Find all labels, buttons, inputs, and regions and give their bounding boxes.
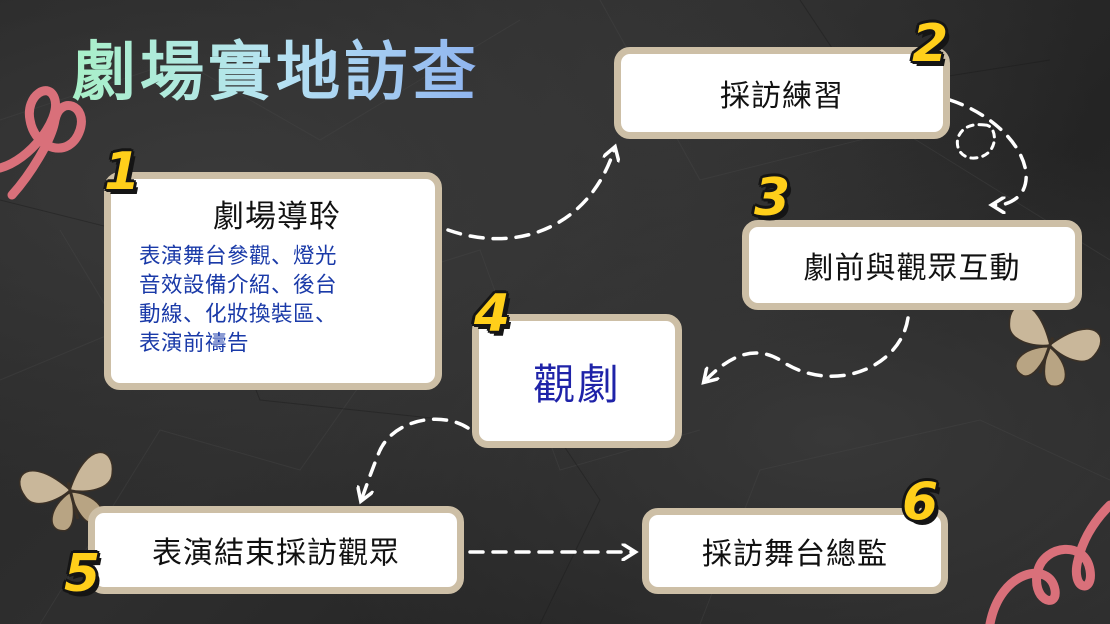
step-1-description: 表演舞台參觀、燈光 音效設備介紹、後台 動線、化妝換裝區、 表演前禱告: [139, 244, 338, 356]
step-6-number: 6: [902, 472, 939, 532]
step-4-label: 觀劇: [532, 359, 621, 409]
arrow-3-to-4: [706, 316, 910, 380]
step-1-number: 1: [104, 142, 141, 202]
arrow-4-to-5: [362, 417, 470, 498]
step-3-label: 劇前與觀眾互動: [803, 251, 1021, 286]
step-5-label: 表演結束採訪觀眾: [152, 536, 400, 571]
step-2-number: 2: [912, 14, 949, 74]
arrow-1-to-2: [446, 150, 614, 241]
step-3-box: 劇前與觀眾互動: [742, 220, 1082, 310]
step-4-box: 觀劇: [472, 314, 682, 448]
arrow-2-to-3: [948, 98, 1028, 205]
step-2-label: 採訪練習: [720, 79, 844, 114]
arrow-2-loop: [955, 123, 996, 160]
step-5-box: 表演結束採訪觀眾: [88, 506, 464, 594]
step-1-label: 劇場導聆: [213, 199, 341, 235]
step-1-box: 劇場導聆 表演舞台參觀、燈光 音效設備介紹、後台 動線、化妝換裝區、 表演前禱告: [104, 172, 442, 390]
step-4-number: 4: [474, 284, 511, 344]
page-title: 劇場實地訪查: [72, 28, 480, 118]
step-5-number: 5: [64, 544, 101, 604]
step-6-label: 採訪舞台總監: [702, 537, 888, 572]
step-2-box: 採訪練習: [614, 47, 950, 139]
step-3-number: 3: [754, 168, 791, 228]
step-6-box: 採訪舞台總監: [642, 508, 948, 594]
